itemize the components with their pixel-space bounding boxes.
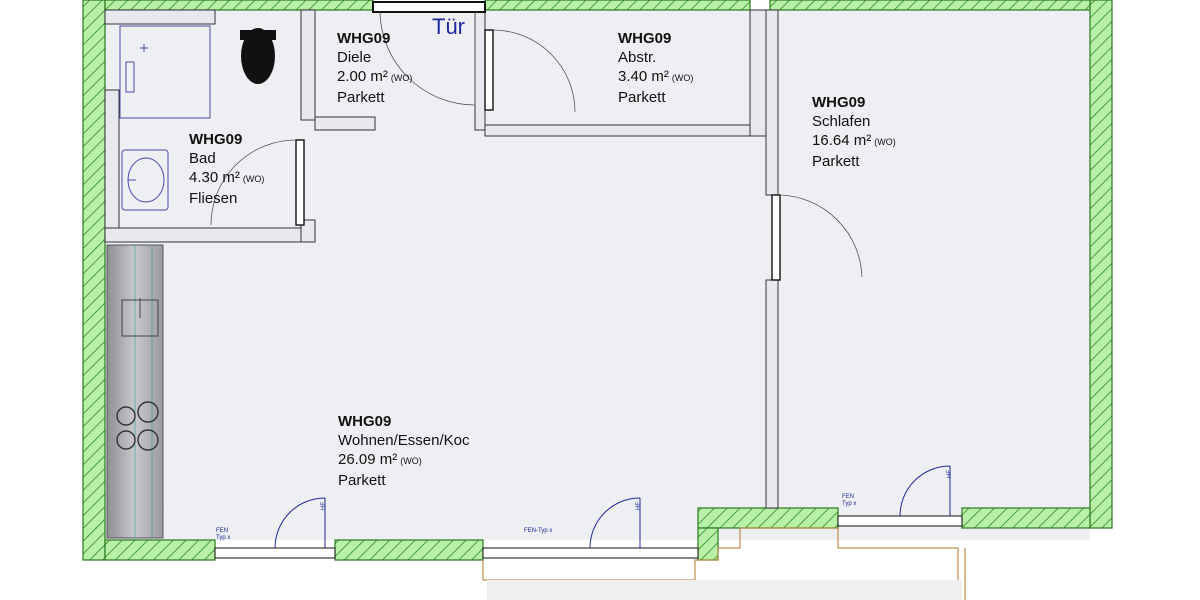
room-floor: Parkett	[338, 472, 386, 489]
terrace-floor	[487, 580, 962, 600]
door-bad	[210, 139, 305, 226]
room-id: WHG09	[812, 94, 866, 111]
window-tag-3: FEN Typ x	[842, 494, 856, 508]
room-area: 16.64 m²	[812, 132, 872, 149]
window-tag-2: FEN-Typ x	[524, 528, 552, 535]
room-id: WHG09	[337, 30, 391, 47]
room-unit: (WO)	[400, 456, 422, 466]
room-id: WHG09	[338, 413, 392, 430]
room-floor: Parkett	[812, 153, 860, 170]
window-subtype: Typ x	[842, 501, 857, 507]
room-label-abstr: WHG09 Abstr. 3.40 m²(WO) Parkett	[618, 29, 693, 107]
inner-walls	[104, 9, 779, 509]
room-label-schlafen: WHG09 Schlafen 16.64 m²(WO) Parkett	[812, 93, 896, 171]
window-hf-3: HF	[947, 470, 953, 478]
room-unit: (WO)	[671, 73, 694, 83]
room-label-diele: WHG09 Diele 2.00 m²(WO) Parkett	[337, 29, 412, 107]
room-floor: Parkett	[337, 89, 385, 106]
room-floor: Fliesen	[189, 190, 238, 207]
room-name: Wohnen/Essen/Koc	[338, 432, 470, 449]
shower	[119, 25, 211, 119]
outer-walls	[82, 0, 1113, 561]
window-hf-1: HF	[321, 502, 327, 510]
window-type: FEN	[842, 494, 854, 500]
room-name: Schlafen	[812, 113, 871, 130]
door-abstr	[484, 29, 576, 113]
entrance-door	[372, 1, 486, 106]
room-name: Bad	[189, 150, 216, 167]
door-schlafen	[771, 194, 863, 281]
window-subtype: Typ x	[216, 535, 231, 541]
room-floor: Parkett	[618, 89, 666, 106]
room-label-wohnen: WHG09 Wohnen/Essen/Koc 26.09 m²(WO) Park…	[338, 412, 469, 490]
room-area: 26.09 m²	[338, 451, 398, 468]
room-unit: (WO)	[242, 174, 265, 184]
room-label-bad: WHG09 Bad 4.30 m²(WO) Fliesen	[189, 130, 264, 208]
window-tag-1: FEN Typ x	[216, 528, 230, 542]
room-unit: (WO)	[874, 137, 896, 147]
window-type: FEN-Typ x	[524, 528, 553, 534]
kitchen-counter	[106, 244, 164, 539]
window-hf-2: HF	[636, 502, 642, 510]
bath-sink	[121, 149, 169, 211]
room-name: Abstr.	[618, 49, 657, 66]
window-3	[837, 465, 963, 527]
apartment-floor	[105, 10, 1090, 540]
room-unit: (WO)	[390, 73, 413, 83]
window-2	[482, 497, 699, 559]
window-type: FEN	[216, 528, 228, 534]
room-name: Diele	[337, 49, 372, 66]
window-1	[214, 497, 336, 559]
door-label: Tür	[432, 14, 465, 39]
room-id: WHG09	[618, 30, 672, 47]
room-id: WHG09	[189, 131, 243, 148]
room-area: 2.00 m²	[337, 68, 388, 85]
room-area: 4.30 m²	[189, 169, 240, 186]
room-area: 3.40 m²	[618, 68, 669, 85]
toilet	[240, 28, 276, 84]
